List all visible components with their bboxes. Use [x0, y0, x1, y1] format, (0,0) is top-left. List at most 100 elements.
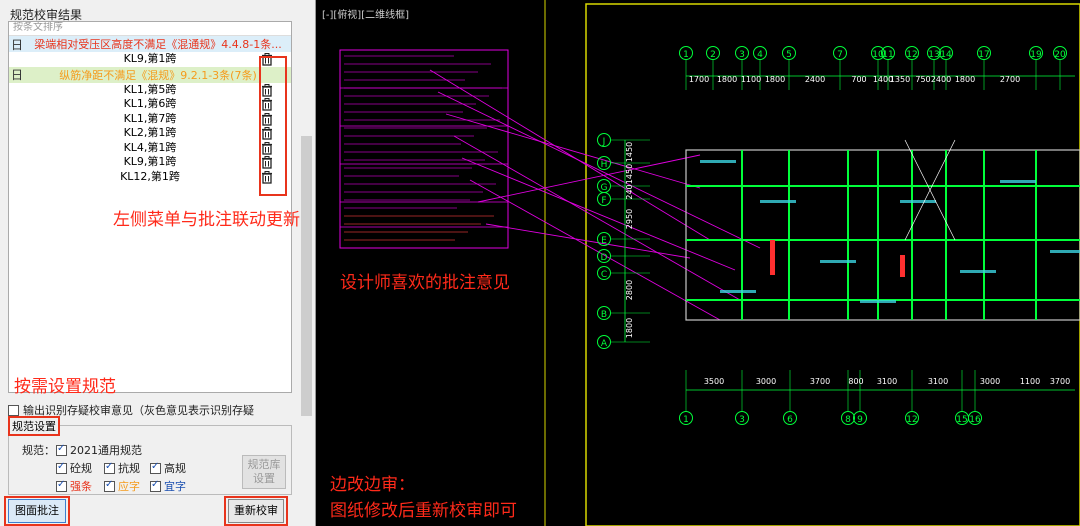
axis-label: 1	[683, 50, 689, 60]
concrete-checkbox[interactable]	[56, 461, 67, 474]
spec-2021-option[interactable]: 2021通用规范	[56, 442, 142, 458]
axis-label: 20	[1054, 50, 1066, 60]
axis-bubble	[679, 411, 693, 425]
trash-icon[interactable]	[260, 83, 274, 97]
axis-label: 17	[978, 50, 989, 60]
seismic-checkbox[interactable]	[104, 461, 115, 474]
trash-icon[interactable]	[260, 112, 274, 126]
axis-label: 4	[757, 50, 763, 60]
high-rise-option[interactable]: 高规	[150, 460, 186, 476]
axis-label: C	[601, 270, 607, 280]
trash-icon[interactable]	[260, 170, 274, 184]
result-item-label: KL1,第5跨	[123, 82, 177, 96]
result-item[interactable]: KL9,第1跨	[9, 155, 291, 170]
annotate-highlight-box	[4, 496, 70, 526]
axis-bubble	[597, 156, 611, 170]
axis-bubble	[783, 411, 797, 425]
settings-title: 规范设置	[8, 416, 60, 436]
axis-label: 19	[1030, 50, 1042, 60]
building-outline	[685, 149, 1080, 321]
dim-label: 1450	[625, 142, 634, 162]
axis-bubble	[735, 46, 749, 60]
collapse-toggle[interactable]: 日	[10, 37, 23, 52]
axis-label: 7	[837, 50, 843, 60]
should-checkbox[interactable]	[104, 479, 115, 492]
dim-label: 1800	[955, 75, 975, 84]
settings-group	[8, 425, 292, 495]
group-label: 梁端相对受压区高度不满足《混通规》4.4.8-1条...	[34, 38, 282, 51]
leader-line	[437, 91, 761, 249]
axis-bubble	[597, 266, 611, 280]
spec-2021-label: 2021通用规范	[70, 444, 142, 457]
highlight-mark	[770, 240, 775, 275]
axis-bubble	[939, 46, 953, 60]
concrete-label: 砼规	[70, 462, 92, 475]
dim-label: 1100	[1020, 377, 1040, 386]
axis-bubble	[881, 46, 895, 60]
trash-icon[interactable]	[260, 126, 274, 140]
rebar-label	[1000, 180, 1036, 183]
dim-label: 2400	[931, 75, 951, 84]
trash-icon[interactable]	[260, 52, 274, 66]
axis-label: 5	[786, 50, 792, 60]
axis-bubble	[597, 192, 611, 206]
export-checkbox[interactable]	[8, 404, 19, 416]
strong-label: 强条	[70, 480, 92, 493]
annotate-button[interactable]: 图面批注	[8, 499, 66, 523]
scrollbar[interactable]	[300, 21, 313, 421]
should-option[interactable]: 应字	[104, 478, 140, 494]
leader-line	[485, 223, 691, 259]
axis-label: 10	[872, 50, 884, 60]
may-checkbox[interactable]	[150, 479, 161, 492]
dim-label: 1350	[890, 75, 910, 84]
concrete-option[interactable]: 砼规	[56, 460, 92, 476]
result-item[interactable]: KL9,第1跨	[9, 52, 291, 67]
result-item[interactable]: KL4,第1跨	[9, 141, 291, 156]
result-item[interactable]: KL1,第7跨	[9, 112, 291, 127]
strong-checkbox[interactable]	[56, 479, 67, 492]
sort-header[interactable]: 按条文排序	[9, 22, 291, 36]
dim-label: 3100	[928, 377, 948, 386]
trash-icon[interactable]	[260, 155, 274, 169]
annotation-designer-likes: 设计师喜欢的批注意见	[340, 273, 510, 293]
axis-bubble	[977, 46, 991, 60]
group-row-1[interactable]: 日 梁端相对受压区高度不满足《混通规》4.4.8-1条...	[9, 36, 291, 52]
result-item-label: KL9,第1跨	[123, 52, 177, 65]
result-item[interactable]: KL2,第1跨	[9, 126, 291, 141]
may-option[interactable]: 宜字	[150, 478, 186, 494]
result-tree[interactable]: 按条文排序 日 梁端相对受压区高度不满足《混通规》4.4.8-1条... KL9…	[8, 21, 292, 393]
axis-bubble	[597, 306, 611, 320]
result-item-label: KL2,第1跨	[123, 126, 177, 139]
axis-label: F	[601, 196, 606, 206]
group-row-2[interactable]: 日 纵筋净距不满足《混规》9.2.1-3条(7条)	[9, 66, 291, 83]
high-rise-label: 高规	[164, 462, 186, 475]
dim-label: 750	[915, 75, 930, 84]
seismic-option[interactable]: 抗规	[104, 460, 140, 476]
spec-2021-checkbox[interactable]	[56, 443, 67, 456]
annotation-edit-review-1: 边改边审：	[330, 475, 415, 495]
export-doubt-option[interactable]: 输出识别存疑校审意见（灰色意见表示识别存疑	[8, 402, 254, 418]
dim-label: 3700	[1050, 377, 1070, 386]
result-item-label: KL1,第6跨	[123, 97, 177, 110]
spec-library-button[interactable]: 规范库设置	[242, 455, 286, 489]
rebar-label	[760, 200, 796, 203]
axis-label: 8	[845, 415, 851, 425]
result-item[interactable]: KL1,第5跨	[9, 83, 291, 98]
collapse-toggle[interactable]: 日	[10, 68, 23, 82]
scroll-thumb[interactable]	[301, 136, 312, 416]
dim-label: 1100	[741, 75, 761, 84]
recheck-button[interactable]: 重新校审	[228, 499, 284, 523]
view-label[interactable]: [-][俯视][二维线框]	[322, 10, 410, 21]
result-item[interactable]: KL1,第6跨	[9, 97, 291, 112]
axis-bubble	[833, 46, 847, 60]
high-rise-checkbox[interactable]	[150, 461, 161, 474]
dim-label: 3000	[756, 377, 776, 386]
trash-icon[interactable]	[260, 141, 274, 155]
result-item[interactable]: KL12,第1跨	[9, 170, 291, 185]
strong-option[interactable]: 强条	[56, 478, 92, 494]
axis-label: 1	[683, 415, 689, 425]
trash-icon[interactable]	[260, 97, 274, 111]
axis-bubble	[597, 232, 611, 246]
